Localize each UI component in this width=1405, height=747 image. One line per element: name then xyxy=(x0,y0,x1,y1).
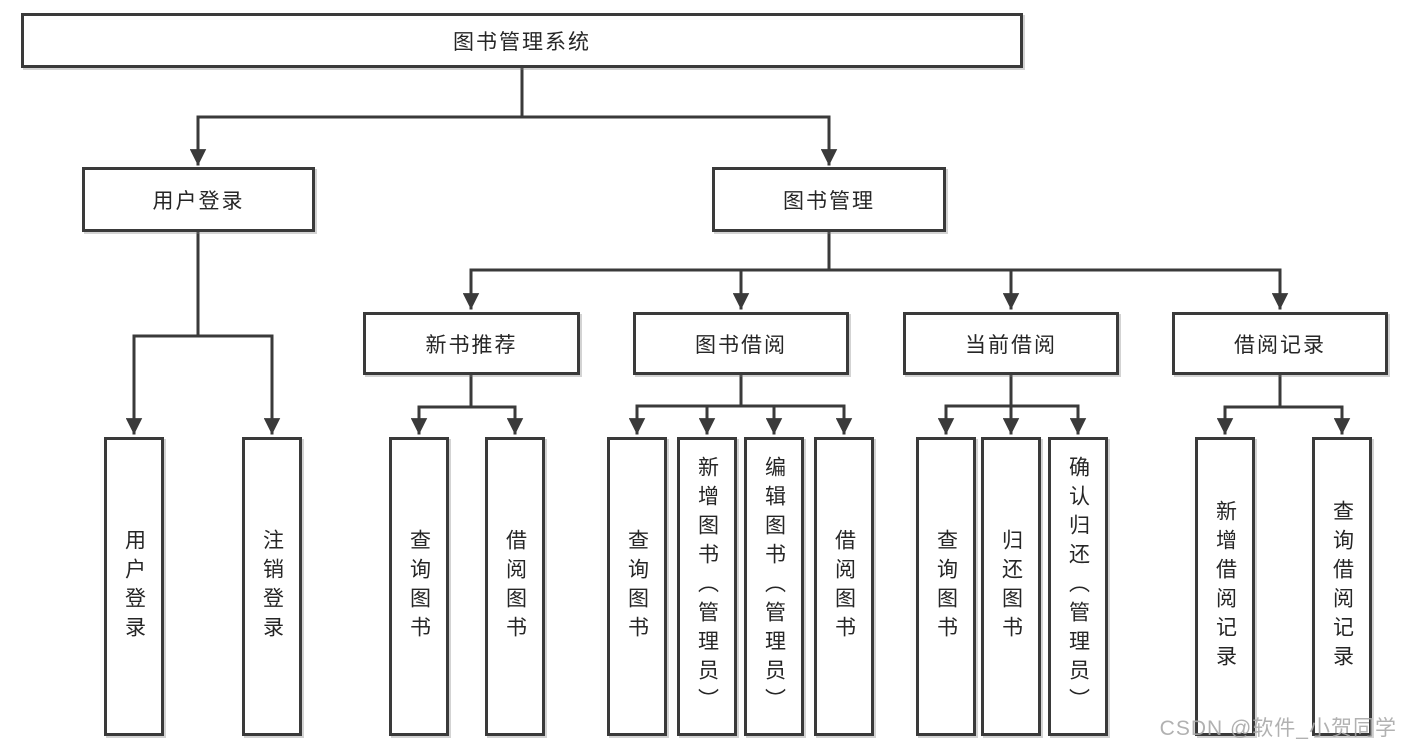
leaf-query-books-recommend: 查询图书 xyxy=(389,437,449,736)
node-current-borrowing: 当前借阅 xyxy=(903,312,1119,375)
node-root-system: 图书管理系统 xyxy=(21,13,1023,68)
node-current-borrowing-label: 当前借阅 xyxy=(965,333,1057,357)
leaf-borrow-books-recommend-label: 借阅图书 xyxy=(503,528,527,645)
leaf-confirm-return-admin-label: 确认归还（管理员） xyxy=(1066,456,1090,717)
leaf-borrow-books-label: 借阅图书 xyxy=(832,528,856,645)
leaf-edit-books-admin-label: 编辑图书（管理员） xyxy=(762,456,786,717)
leaf-return-books: 归还图书 xyxy=(981,437,1041,736)
leaf-add-books-admin-label: 新增图书（管理员） xyxy=(695,456,719,717)
csdn-watermark: CSDN @软件_小贺同学 xyxy=(1159,717,1397,740)
node-book-management: 图书管理 xyxy=(712,167,946,232)
leaf-add-borrow-record-label: 新增借阅记录 xyxy=(1213,499,1237,674)
leaf-query-borrow-record-label: 查询借阅记录 xyxy=(1330,499,1354,674)
node-borrowing-records: 借阅记录 xyxy=(1172,312,1388,375)
leaf-query-books-borrow-label: 查询图书 xyxy=(625,528,649,645)
node-book-management-label: 图书管理 xyxy=(783,189,875,213)
node-user-login-label: 用户登录 xyxy=(152,189,245,213)
node-borrowing-records-label: 借阅记录 xyxy=(1234,333,1326,357)
leaf-edit-books-admin: 编辑图书（管理员） xyxy=(744,437,804,736)
leaf-logout: 注销登录 xyxy=(242,437,302,736)
node-book-borrowing: 图书借阅 xyxy=(633,312,849,375)
leaf-query-books-current: 查询图书 xyxy=(916,437,976,736)
leaf-borrow-books: 借阅图书 xyxy=(814,437,874,736)
node-book-borrowing-label: 图书借阅 xyxy=(695,333,787,357)
leaf-logout-label: 注销登录 xyxy=(260,528,284,645)
leaf-add-books-admin: 新增图书（管理员） xyxy=(677,437,737,736)
node-user-login: 用户登录 xyxy=(82,167,315,232)
leaf-borrow-books-recommend: 借阅图书 xyxy=(485,437,545,736)
leaf-query-books-borrow: 查询图书 xyxy=(607,437,667,736)
leaf-add-borrow-record: 新增借阅记录 xyxy=(1195,437,1255,736)
leaf-query-books-current-label: 查询图书 xyxy=(934,528,958,645)
leaf-user-login-label: 用户登录 xyxy=(122,528,146,645)
leaf-user-login: 用户登录 xyxy=(104,437,164,736)
node-new-book-recommendation-label: 新书推荐 xyxy=(425,333,518,357)
leaf-query-borrow-record: 查询借阅记录 xyxy=(1312,437,1372,736)
leaf-return-books-label: 归还图书 xyxy=(999,528,1023,645)
leaf-confirm-return-admin: 确认归还（管理员） xyxy=(1048,437,1108,736)
leaf-query-books-recommend-label: 查询图书 xyxy=(407,528,431,645)
node-root-label: 图书管理系统 xyxy=(453,30,591,54)
node-new-book-recommendation: 新书推荐 xyxy=(363,312,580,375)
